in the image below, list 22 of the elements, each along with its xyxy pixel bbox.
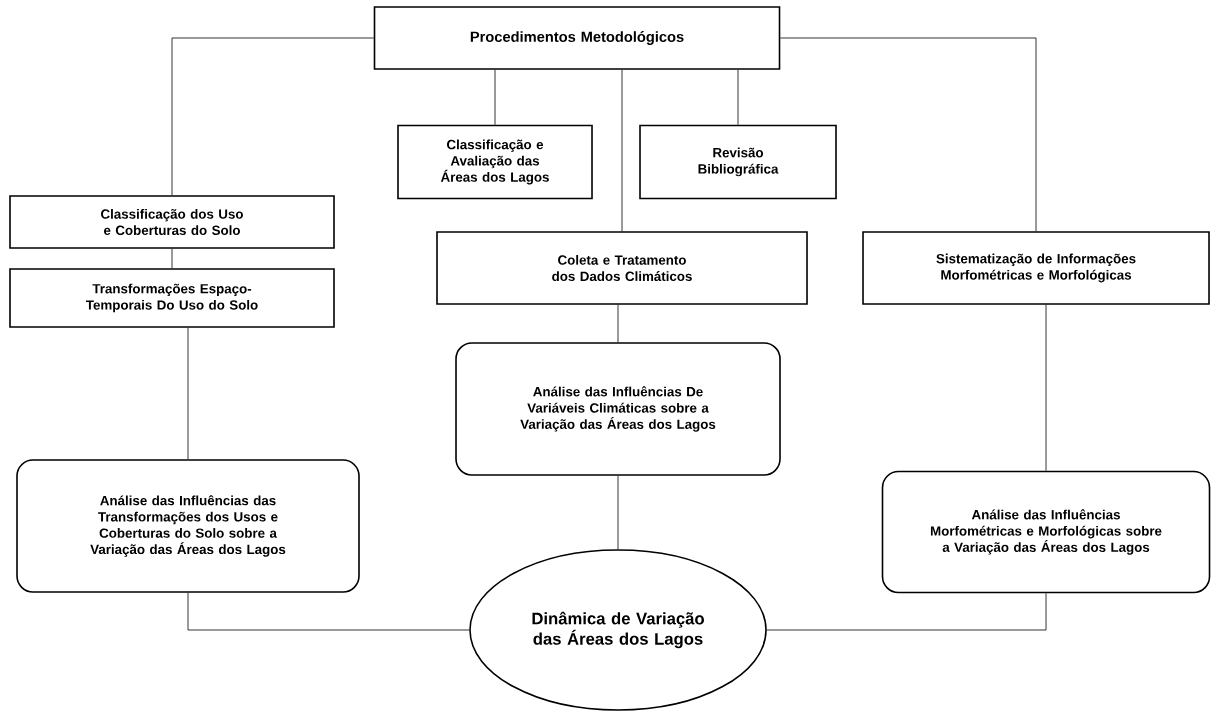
rounded-box: Análise das Influências Morfométricas e Morfológicas sobre a Variação das Áreas dos Lagos <box>881 470 1211 594</box>
connector-line <box>171 37 375 196</box>
connector-line <box>766 592 1047 631</box>
process-box: Transformações Espaço- Temporais Do Uso do Solo <box>9 268 335 328</box>
process-box: Procedimentos Metodológicos <box>373 6 781 70</box>
process-box: Coleta e Tratamento dos Dados Climáticos <box>436 231 808 305</box>
connector-line <box>187 592 470 631</box>
connector-line <box>187 327 189 460</box>
connector-line <box>171 248 173 269</box>
process-box: Classificação e Avaliação das Áreas dos Lagos <box>397 124 593 200</box>
rounded-box: Análise das Influências De Variáveis Climáticas sobre a Variação das Áreas dos Lagos <box>455 342 781 476</box>
connector-line <box>617 304 619 343</box>
connector-line <box>621 69 623 232</box>
process-box: Sistematização de Informações Morfométricas e Morfológicas <box>862 231 1210 305</box>
rounded-box: Análise das Influências das Transformações dos Usos e Coberturas do Solo sobre a Variação das Áreas dos Lagos <box>16 459 360 593</box>
connector-line <box>737 69 739 126</box>
process-box: Classificação dos Uso e Coberturas do Solo <box>9 195 335 249</box>
connector-line <box>617 475 619 550</box>
process-box: Revisão Bibliográfica <box>639 124 837 200</box>
connector-line <box>779 37 1037 232</box>
connector-line <box>494 69 496 126</box>
connector-line <box>1045 304 1047 472</box>
